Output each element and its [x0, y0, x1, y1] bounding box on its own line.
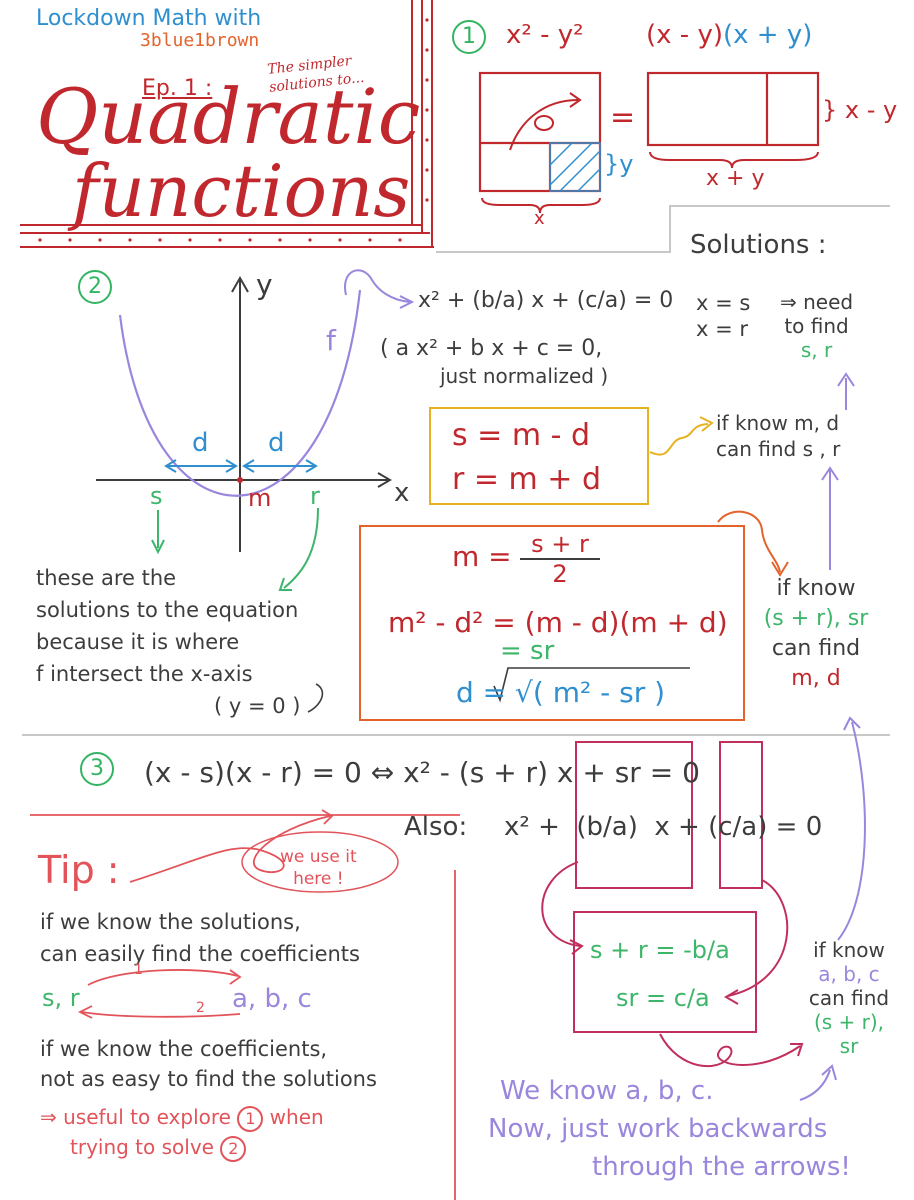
m-point [237, 477, 243, 483]
rect-diagram-right [646, 71, 820, 147]
m-equation-fraction: s + r 2 [520, 530, 600, 588]
label-x-minus-y: } x - y [822, 96, 898, 124]
section2-number: 2 [78, 270, 112, 304]
main-title-line2: functions [72, 149, 411, 233]
tip-arrow-1 [87, 969, 239, 986]
axis-x-label: x [394, 478, 410, 508]
we-use-it-note: we use it here ! [280, 847, 357, 889]
tip-arrow-2 [81, 1011, 241, 1018]
normalized-also: x² + (b/a) x + (c/a) = 0 [504, 812, 823, 842]
rotate-arrow [509, 99, 579, 151]
graph-axes [96, 275, 392, 552]
label-x-plus-y: x + y [706, 166, 765, 191]
parabola-f [118, 289, 362, 497]
solutions-title: Solutions : [690, 230, 827, 260]
m-equation-lhs: m = [452, 540, 512, 573]
square-diagram-left [478, 71, 602, 193]
header-frame-dots [38, 18, 429, 242]
tip-curve-arrow [129, 815, 331, 883]
label-d-right: d [268, 428, 285, 458]
purple-arrow-up-4 [799, 1069, 831, 1101]
hatched-square [549, 142, 601, 192]
solution-s: x = s [696, 291, 751, 315]
yellow-box [429, 407, 649, 505]
yeq0-arrow [307, 683, 324, 713]
arrow-2-label: 2 [196, 1000, 205, 1016]
normalized-note: just normalized ) [440, 364, 609, 388]
diagram-equals: = [610, 100, 636, 135]
solution-r: x = r [696, 317, 749, 341]
d-arrows [164, 459, 318, 473]
product-equation: sr = c/a [616, 984, 710, 1012]
magenta-boxes [573, 741, 763, 1033]
equals-sr: = sr [500, 636, 555, 666]
factored-equivalence: (x - s)(x - r) = 0 ⇔ x² - (s + r) x + sr… [144, 756, 700, 789]
s-equation: s = m - d [452, 418, 591, 453]
vieta-formulas: s + r = -b/a sr = c/a [590, 926, 730, 1022]
if-know-abc: if know a, b, c can find (s + r), sr [808, 938, 890, 1058]
header-frame [20, 0, 434, 248]
label-d-left: d [192, 428, 209, 458]
r-arrow [283, 507, 319, 589]
original-equation: ( a x² + b x + c = 0, [380, 336, 603, 361]
d-equation: d = √( m² - sr ) [456, 676, 666, 709]
magenta-arrow-left [541, 861, 581, 947]
function-label: f [326, 324, 336, 357]
series-title: Lockdown Math with [36, 6, 262, 31]
also-label: Also: [404, 812, 468, 842]
difference-of-squares: x² - y² [506, 20, 584, 50]
magenta-arrow-bottom [659, 1033, 801, 1068]
if-know-sum-product: if know (s + r), sr can find m, d [763, 576, 869, 691]
s-r-from-m-d: s = m - d r = m + d [452, 414, 601, 502]
label-x: x [534, 208, 545, 229]
section1-number: 1 [452, 20, 486, 54]
tip-text-1: if we know the solutions, can easily fin… [40, 910, 360, 966]
work-backwards-note: We know a, b, c. Now, just work backward… [488, 1076, 851, 1182]
normalized-equation: x² + (b/a) x + (c/a) = 0 [418, 288, 674, 313]
separator-1 [436, 205, 890, 253]
difference-of-squares-md: m² - d² = (m - d)(m + d) [388, 606, 728, 639]
midpoint-m-label: m [248, 484, 272, 512]
root-r-label: r [310, 482, 320, 510]
label-y: }y [604, 150, 634, 178]
r-equation: r = m + d [452, 462, 602, 497]
magenta-arrow-right [727, 879, 789, 997]
arrow-1-label: 1 [134, 962, 143, 978]
x-plus-y-brace [649, 151, 819, 169]
sols-label: s, r [42, 984, 80, 1012]
yellow-arrow [649, 423, 709, 456]
axis-y-label: y [256, 268, 273, 301]
root-s-label: s [150, 482, 163, 510]
useful-note: ⇒ useful to explore 1 when trying to sol… [40, 1102, 324, 1162]
solutions-list: x = s x = r [696, 290, 750, 342]
if-know-m-d: if know m, d can find s , r [716, 411, 841, 461]
sqrt-bar [493, 667, 690, 703]
factored-form: (x - y)(x + y) [646, 20, 813, 50]
tip-title: Tip : [38, 848, 120, 892]
f-arrow [343, 269, 411, 303]
orange-arrow [717, 510, 781, 573]
channel-name: 3blue1brown [140, 30, 260, 51]
sum-equation: s + r = -b/a [590, 936, 730, 964]
need-to-find: ⇒ need to find s, r [780, 290, 854, 362]
coeffs-label: a, b, c [232, 984, 312, 1014]
roots-explanation: these are the solutions to the equation … [36, 566, 301, 718]
purple-arrow-up-3 [837, 721, 866, 941]
episode-label: Ep. 1 : [142, 76, 213, 101]
x-brace [481, 197, 601, 214]
main-title-line1: Quadratic [36, 72, 421, 161]
tip-text-2: if we know the coefficients, not as easy… [40, 1037, 377, 1091]
section3-number: 3 [80, 752, 114, 786]
orange-box [359, 525, 745, 721]
